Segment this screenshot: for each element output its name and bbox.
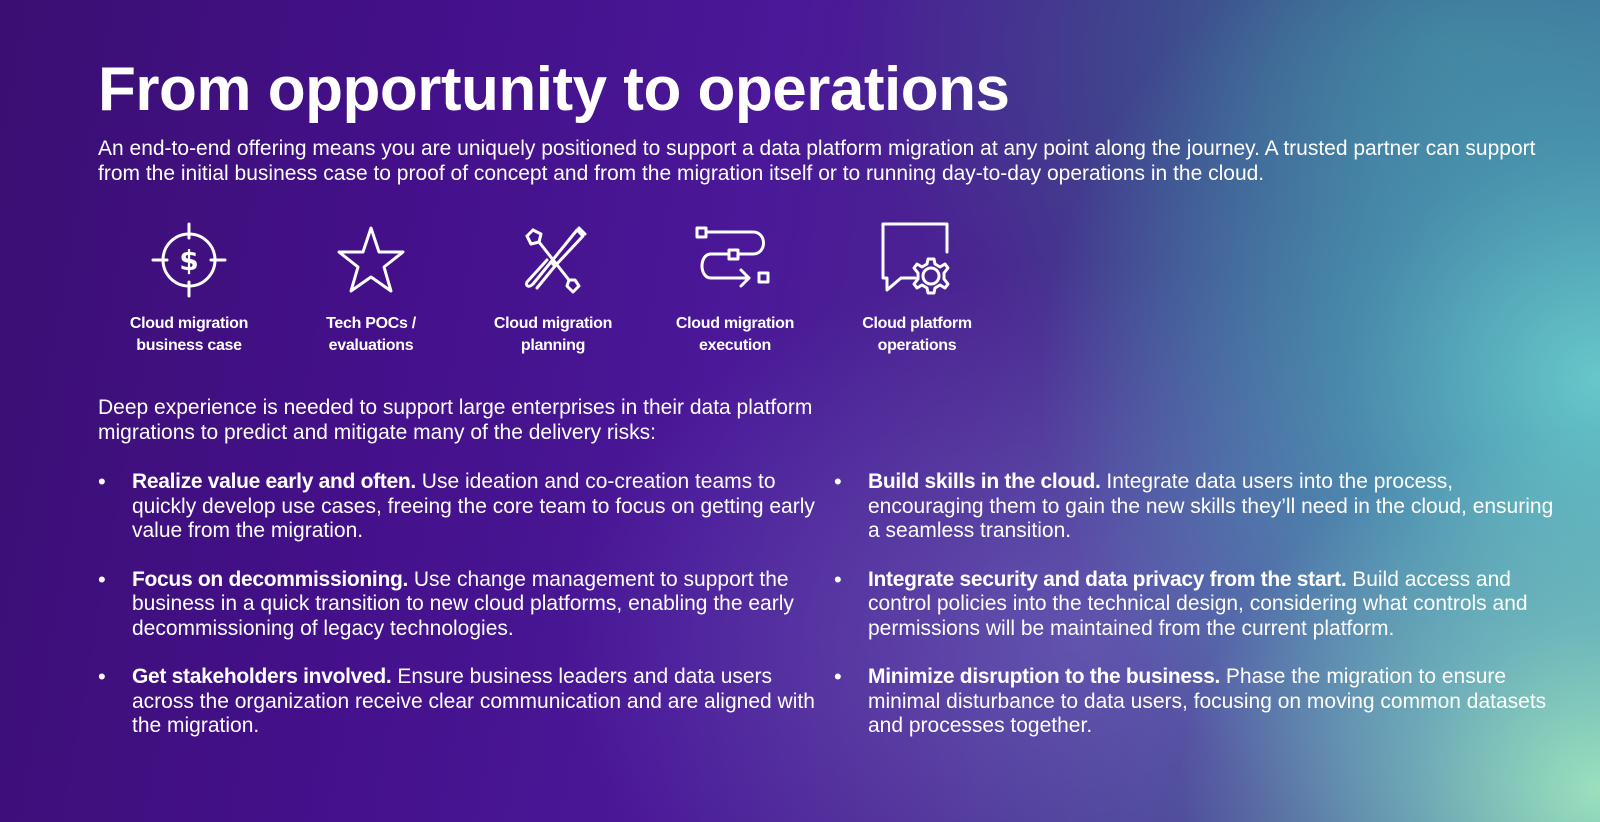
step-tech-pocs: Tech POCs / evaluations bbox=[280, 220, 462, 357]
star-icon bbox=[337, 226, 405, 293]
step-label-line2: execution bbox=[699, 337, 771, 354]
step-label-line2: planning bbox=[520, 337, 586, 354]
point-body: Phase the migration to ensure minimal di… bbox=[868, 665, 1547, 737]
bullet-icon: • bbox=[834, 566, 842, 592]
step-business-case: $ Cloud migration business case bbox=[98, 220, 280, 357]
journey-steps: $ Cloud migration business case Tech POC… bbox=[98, 220, 1008, 357]
list-item: • Focus on decommissioning. Use change m… bbox=[98, 566, 818, 642]
bullet-icon: • bbox=[98, 469, 106, 494]
step-label: Cloud migration planning bbox=[462, 313, 644, 357]
step-label-line2: evaluations bbox=[328, 337, 414, 354]
step-label-line1: Cloud platform bbox=[862, 315, 972, 332]
bullet-icon: • bbox=[98, 566, 106, 592]
step-migration-execution: Cloud migration execution bbox=[644, 220, 826, 357]
point-title: Get stakeholders involved. bbox=[132, 665, 392, 688]
step-migration-planning: Cloud migration planning bbox=[462, 220, 644, 357]
list-item: • Integrate security and data privacy fr… bbox=[834, 566, 1554, 642]
process-flow-icon bbox=[695, 226, 770, 288]
point-body: Build access and control policies into t… bbox=[868, 567, 1528, 640]
point-body: Ensure business leaders and data users a… bbox=[132, 665, 815, 737]
step-label: Cloud migration business case bbox=[98, 313, 280, 357]
point-body: Use change management to support the bus… bbox=[132, 567, 794, 640]
step-label-line1: Cloud migration bbox=[675, 315, 795, 332]
list-item: • Realize value early and often. Use ide… bbox=[98, 469, 818, 544]
point-title: Realize value early and often. bbox=[132, 470, 416, 493]
intro-paragraph: An end-to-end offering means you are uni… bbox=[98, 137, 1536, 185]
point-body: Use ideation and co-creation teams to qu… bbox=[132, 470, 815, 542]
point-title: Focus on decommissioning. bbox=[132, 567, 409, 591]
dollar-target-icon: $ bbox=[151, 222, 227, 298]
page-title: From opportunity to operations bbox=[98, 55, 1010, 124]
step-label-line2: operations bbox=[877, 337, 957, 354]
bullet-icon: • bbox=[834, 664, 842, 689]
wrench-screwdriver-icon bbox=[525, 226, 587, 294]
bullet-icon: • bbox=[834, 469, 842, 494]
step-label: Cloud platform operations bbox=[826, 313, 1008, 357]
step-label-line2: business case bbox=[136, 337, 242, 354]
list-item: • Build skills in the cloud. Integrate d… bbox=[834, 469, 1554, 544]
step-label-line1: Cloud migration bbox=[129, 315, 249, 332]
bullet-icon: • bbox=[98, 664, 106, 689]
risk-list-left: • Realize value early and often. Use ide… bbox=[98, 469, 818, 763]
chat-gear-icon bbox=[881, 222, 950, 295]
list-item: • Get stakeholders involved. Ensure busi… bbox=[98, 664, 818, 739]
point-title: Minimize disruption to the business. bbox=[868, 665, 1221, 688]
point-title: Build skills in the cloud. bbox=[868, 470, 1101, 493]
step-label: Cloud migration execution bbox=[644, 313, 826, 357]
risk-list-right: • Build skills in the cloud. Integrate d… bbox=[834, 469, 1554, 763]
list-item: • Minimize disruption to the business. P… bbox=[834, 664, 1554, 739]
step-label-line1: Tech POCs / bbox=[326, 315, 416, 332]
risk-lead-paragraph: Deep experience is needed to support lar… bbox=[98, 396, 813, 444]
step-platform-operations: Cloud platform operations bbox=[826, 220, 1008, 357]
point-body: Integrate data users into the process, e… bbox=[868, 470, 1554, 542]
step-label: Tech POCs / evaluations bbox=[280, 313, 462, 357]
point-title: Integrate security and data privacy from… bbox=[868, 567, 1347, 591]
step-label-line1: Cloud migration bbox=[493, 315, 613, 332]
svg-text:$: $ bbox=[179, 244, 198, 277]
